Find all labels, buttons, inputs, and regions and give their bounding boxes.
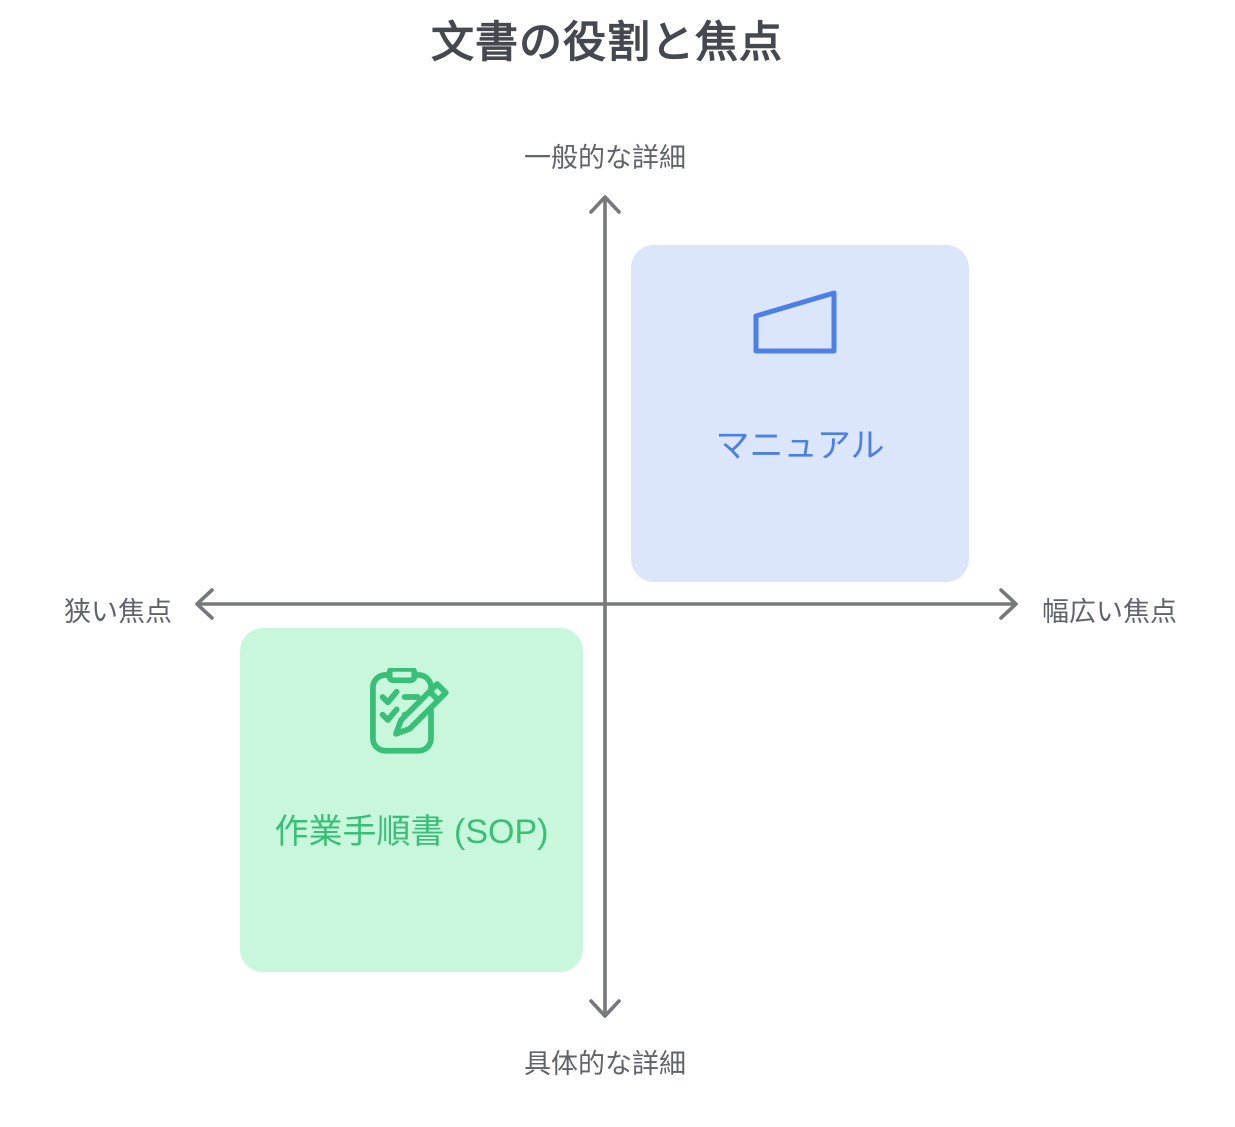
quadrant-label-manual: マニュアル	[715, 427, 885, 465]
quadrant-label-sop: 作業手順書 (SOP)	[274, 813, 549, 851]
axis-label-top: 一般的な詳細	[524, 143, 686, 173]
arrow-left-icon	[195, 588, 214, 620]
axis-label-bottom: 具体的な詳細	[524, 1049, 686, 1079]
arrow-down-icon	[589, 999, 621, 1018]
quadrant-card-sop: 作業手順書 (SOP)	[235, 623, 588, 977]
axis-label-left: 狭い焦点	[64, 597, 172, 627]
axis-label-right: 幅広い焦点	[1042, 597, 1177, 627]
wedge-icon	[753, 290, 837, 354]
arrow-up-icon	[589, 195, 621, 214]
clipboard-pencil-icon	[370, 668, 449, 754]
arrow-right-icon	[999, 588, 1018, 620]
quadrant-card-manual: マニュアル	[626, 240, 974, 587]
page-title: 文書の役割と焦点	[431, 19, 783, 67]
